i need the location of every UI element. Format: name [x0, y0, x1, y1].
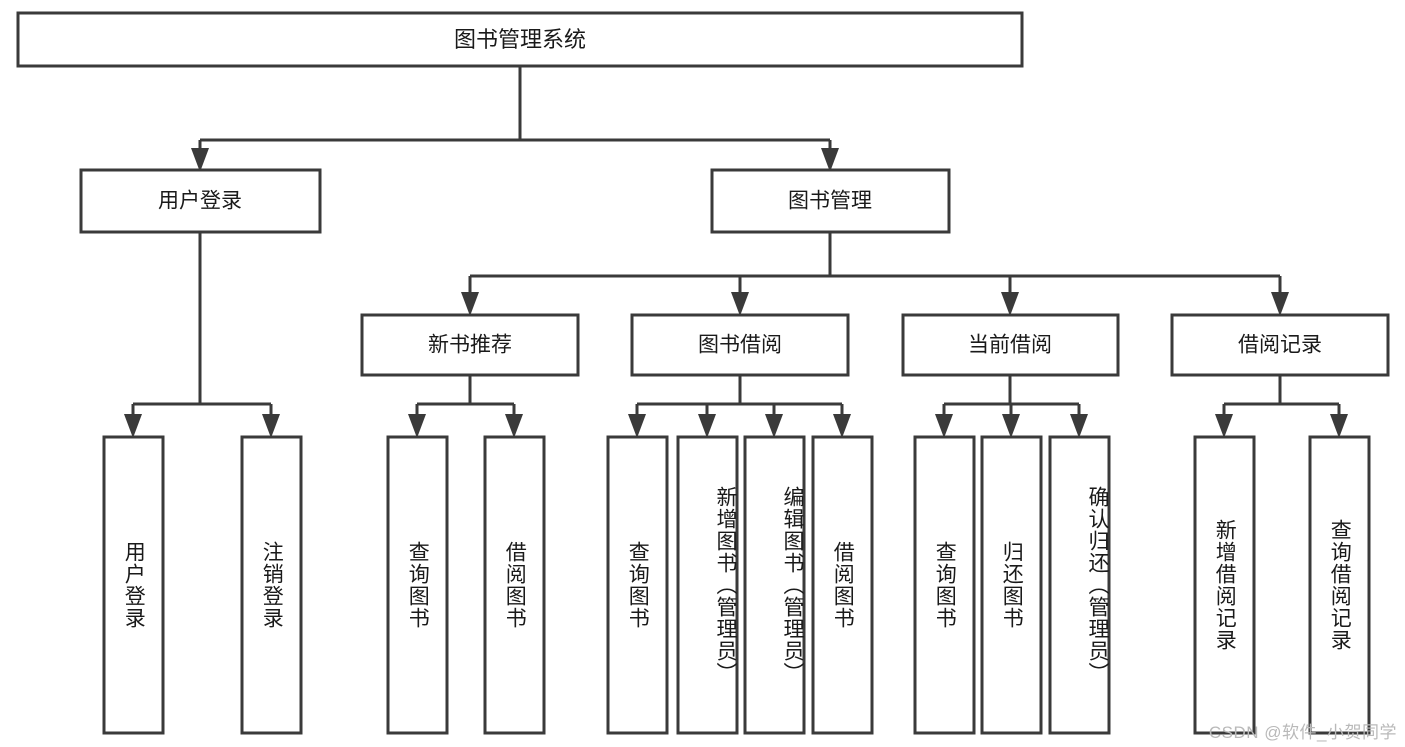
node-root-system[interactable]: 图书管理系统 — [16, 11, 1024, 68]
arrow-down-icon — [1215, 414, 1233, 438]
connectors-userlogin-to-leaves — [124, 232, 280, 438]
leaf-box-query-record[interactable] — [1308, 435, 1371, 735]
arrow-down-icon — [461, 292, 479, 316]
arrow-down-icon — [698, 414, 716, 438]
node-user-login[interactable]: 用户登录 — [79, 168, 322, 234]
arrow-down-icon — [731, 292, 749, 316]
node-label-book-manage: 图书管理 — [788, 190, 872, 213]
arrow-down-icon — [1070, 414, 1088, 438]
node-new-book-recommend[interactable]: 新书推荐 — [360, 313, 580, 377]
node-label-new-book-recommend: 新书推荐 — [428, 334, 512, 357]
arrow-down-icon — [408, 414, 426, 438]
arrow-down-icon — [1271, 292, 1289, 316]
connectors-currentborrow-to-leaves — [935, 375, 1088, 438]
leaf-box-return-book[interactable] — [980, 435, 1043, 735]
leaf-boxes — [102, 435, 1371, 735]
arrow-down-icon — [935, 414, 953, 438]
arrow-down-icon — [1001, 292, 1019, 316]
node-label-root: 图书管理系统 — [454, 27, 586, 52]
arrow-down-icon — [1330, 414, 1348, 438]
leaf-box-borrow-book-1[interactable] — [483, 435, 546, 735]
node-book-manage[interactable]: 图书管理 — [710, 168, 951, 234]
leaf-box-user-logout[interactable] — [240, 435, 303, 735]
leaf-box-query-book-1[interactable] — [386, 435, 449, 735]
node-label-borrow-record: 借阅记录 — [1238, 334, 1322, 357]
arrow-down-icon — [124, 414, 142, 438]
leaf-box-borrow-book-2[interactable] — [811, 435, 874, 735]
leaf-box-add-record[interactable] — [1193, 435, 1256, 735]
arrow-down-icon — [765, 414, 783, 438]
leaf-box-user-login[interactable] — [102, 435, 165, 735]
arrow-down-icon — [833, 414, 851, 438]
leaf-box-edit-book[interactable] — [743, 435, 806, 735]
node-label-current-borrow: 当前借阅 — [968, 334, 1052, 357]
arrow-down-icon — [1002, 414, 1020, 438]
csdn-watermark: CSDN @软件_小贺同学 — [1208, 723, 1397, 742]
connectors-borrowrecord-to-leaves — [1215, 375, 1348, 438]
arrow-down-icon — [505, 414, 523, 438]
node-current-borrow[interactable]: 当前借阅 — [901, 313, 1120, 377]
connectors-bookmanage-to-level3 — [461, 232, 1289, 316]
arrow-down-icon — [821, 148, 839, 172]
connectors-root-to-level2 — [191, 66, 839, 172]
connectors-newbook-to-leaves — [408, 375, 523, 438]
node-label-user-login: 用户登录 — [158, 190, 242, 213]
leaf-box-query-book-2[interactable] — [606, 435, 669, 735]
node-borrow-record[interactable]: 借阅记录 — [1170, 313, 1390, 377]
arrow-down-icon — [628, 414, 646, 438]
node-label-book-borrow: 图书借阅 — [698, 334, 782, 357]
node-book-borrow[interactable]: 图书借阅 — [630, 313, 850, 377]
arrow-down-icon — [191, 148, 209, 172]
leaf-box-add-book[interactable] — [676, 435, 739, 735]
leaf-box-query-book-3[interactable] — [913, 435, 976, 735]
arrow-down-icon — [262, 414, 280, 438]
connectors-bookborrow-to-leaves — [628, 375, 851, 438]
leaf-box-confirm-return[interactable] — [1048, 435, 1111, 735]
